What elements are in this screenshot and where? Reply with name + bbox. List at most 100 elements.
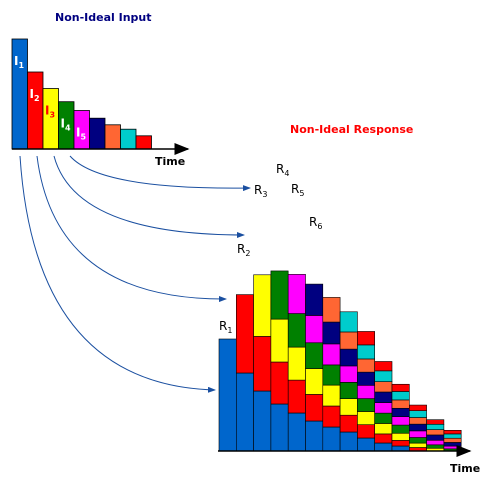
response-label-4: R4 xyxy=(276,162,289,178)
response-cell-9-5 xyxy=(357,384,375,399)
input-pulse-8 xyxy=(120,128,137,150)
response-cell-9-9 xyxy=(357,331,375,346)
response-cell-7-1 xyxy=(322,426,341,452)
response-cell-12-5 xyxy=(408,430,427,438)
response-cell-10-3 xyxy=(374,423,393,435)
response-label-2: R2 xyxy=(237,242,250,258)
response-cell-11-2 xyxy=(391,440,410,447)
response-cell-4-1 xyxy=(270,403,289,452)
response-cell-10-6 xyxy=(374,391,393,403)
response-cell-8-2 xyxy=(339,414,358,433)
response-cell-8-6 xyxy=(339,348,358,367)
input-pulse-label-4: I4 xyxy=(61,117,71,133)
response-cell-8-5 xyxy=(339,365,358,383)
input-pulse-label-5: I5 xyxy=(76,126,86,142)
response-cell-6-1 xyxy=(305,420,324,452)
response-time-label: Time xyxy=(450,462,480,475)
mapping-arrow-3 xyxy=(53,155,245,238)
response-cell-9-7 xyxy=(357,358,375,373)
response-label-6: R6 xyxy=(309,215,322,231)
response-cell-4-2 xyxy=(270,361,289,405)
response-cell-4-3 xyxy=(270,318,289,363)
response-cell-14-9 xyxy=(443,430,462,435)
input-pulse-label-3: I3 xyxy=(45,104,55,120)
input-pulse-label-1: I1 xyxy=(14,54,24,70)
response-cell-7-3 xyxy=(322,384,341,407)
response-cell-11-9 xyxy=(391,383,410,392)
response-cell-13-6 xyxy=(426,434,445,441)
response-cell-5-5 xyxy=(287,274,306,314)
input-pulse-2 xyxy=(27,71,44,150)
response-cell-7-7 xyxy=(322,297,341,323)
response-title: Non-Ideal Response xyxy=(290,123,413,136)
response-cell-14-8 xyxy=(443,433,462,439)
response-cell-9-1 xyxy=(357,437,375,452)
response-label-5: R5 xyxy=(291,182,304,198)
response-cell-6-4 xyxy=(305,342,324,369)
response-cell-7-4 xyxy=(322,364,341,386)
mapping-arrow-1 xyxy=(19,155,216,393)
response-cell-8-4 xyxy=(339,382,358,399)
response-cell-11-7 xyxy=(391,399,410,409)
response-cell-1-1 xyxy=(218,338,237,452)
response-cell-13-5 xyxy=(426,439,445,446)
response-cell-8-8 xyxy=(339,311,358,333)
response-cell-13-8 xyxy=(426,423,445,430)
response-cell-11-6 xyxy=(391,407,410,417)
response-cell-11-5 xyxy=(391,416,410,426)
response-cell-6-3 xyxy=(305,368,324,395)
response-cell-6-5 xyxy=(305,315,324,344)
input-pulse-label-2: I2 xyxy=(30,87,40,103)
response-cell-12-6 xyxy=(408,423,427,432)
response-cell-11-4 xyxy=(391,424,410,434)
response-cell-5-2 xyxy=(287,379,306,414)
response-cell-12-9 xyxy=(408,404,427,411)
response-cell-2-2 xyxy=(236,294,254,374)
response-cell-10-2 xyxy=(374,433,393,444)
response-cell-9-6 xyxy=(357,371,375,386)
response-cell-11-3 xyxy=(391,432,410,441)
response-stack xyxy=(218,270,462,452)
response-cell-9-2 xyxy=(357,424,375,439)
response-cell-7-5 xyxy=(322,343,341,366)
response-cell-3-2 xyxy=(253,336,272,392)
response-cell-8-1 xyxy=(339,431,358,452)
response-cell-3-1 xyxy=(253,390,272,452)
response-cell-12-8 xyxy=(408,410,427,418)
response-cell-8-7 xyxy=(339,331,358,350)
response-cell-5-4 xyxy=(287,313,306,348)
response-cell-10-4 xyxy=(374,412,393,424)
response-cell-14-6 xyxy=(443,442,462,447)
response-cell-4-4 xyxy=(270,270,289,320)
response-cell-3-3 xyxy=(253,274,272,337)
response-cell-11-8 xyxy=(391,391,410,401)
input-pulse-7 xyxy=(104,124,121,150)
response-cell-10-1 xyxy=(374,442,393,452)
response-cell-10-7 xyxy=(374,381,393,393)
mapping-arrow-2 xyxy=(36,155,227,303)
response-cell-9-4 xyxy=(357,398,375,412)
response-cell-5-3 xyxy=(287,346,306,381)
input-title: Non-Ideal Input xyxy=(55,11,152,24)
input-pulse-9 xyxy=(135,135,152,150)
mapping-arrows xyxy=(19,155,251,393)
response-cell-10-9 xyxy=(374,361,393,372)
response-cell-14-5 xyxy=(443,445,462,450)
response-cell-13-7 xyxy=(426,429,445,436)
response-cell-6-6 xyxy=(305,283,324,316)
response-cell-7-6 xyxy=(322,321,341,345)
response-cell-2-1 xyxy=(236,372,254,452)
input-pulse-train xyxy=(11,38,152,150)
response-cell-10-8 xyxy=(374,370,393,382)
response-cell-12-7 xyxy=(408,417,427,425)
mapping-arrow-4 xyxy=(69,155,251,192)
input-time-label: Time xyxy=(155,155,185,168)
response-cell-6-2 xyxy=(305,394,324,422)
response-cell-12-3 xyxy=(408,442,427,448)
response-label-1: R1 xyxy=(219,319,232,335)
response-cell-13-4 xyxy=(426,444,445,449)
response-cell-13-9 xyxy=(426,419,445,425)
response-cell-5-1 xyxy=(287,412,306,452)
